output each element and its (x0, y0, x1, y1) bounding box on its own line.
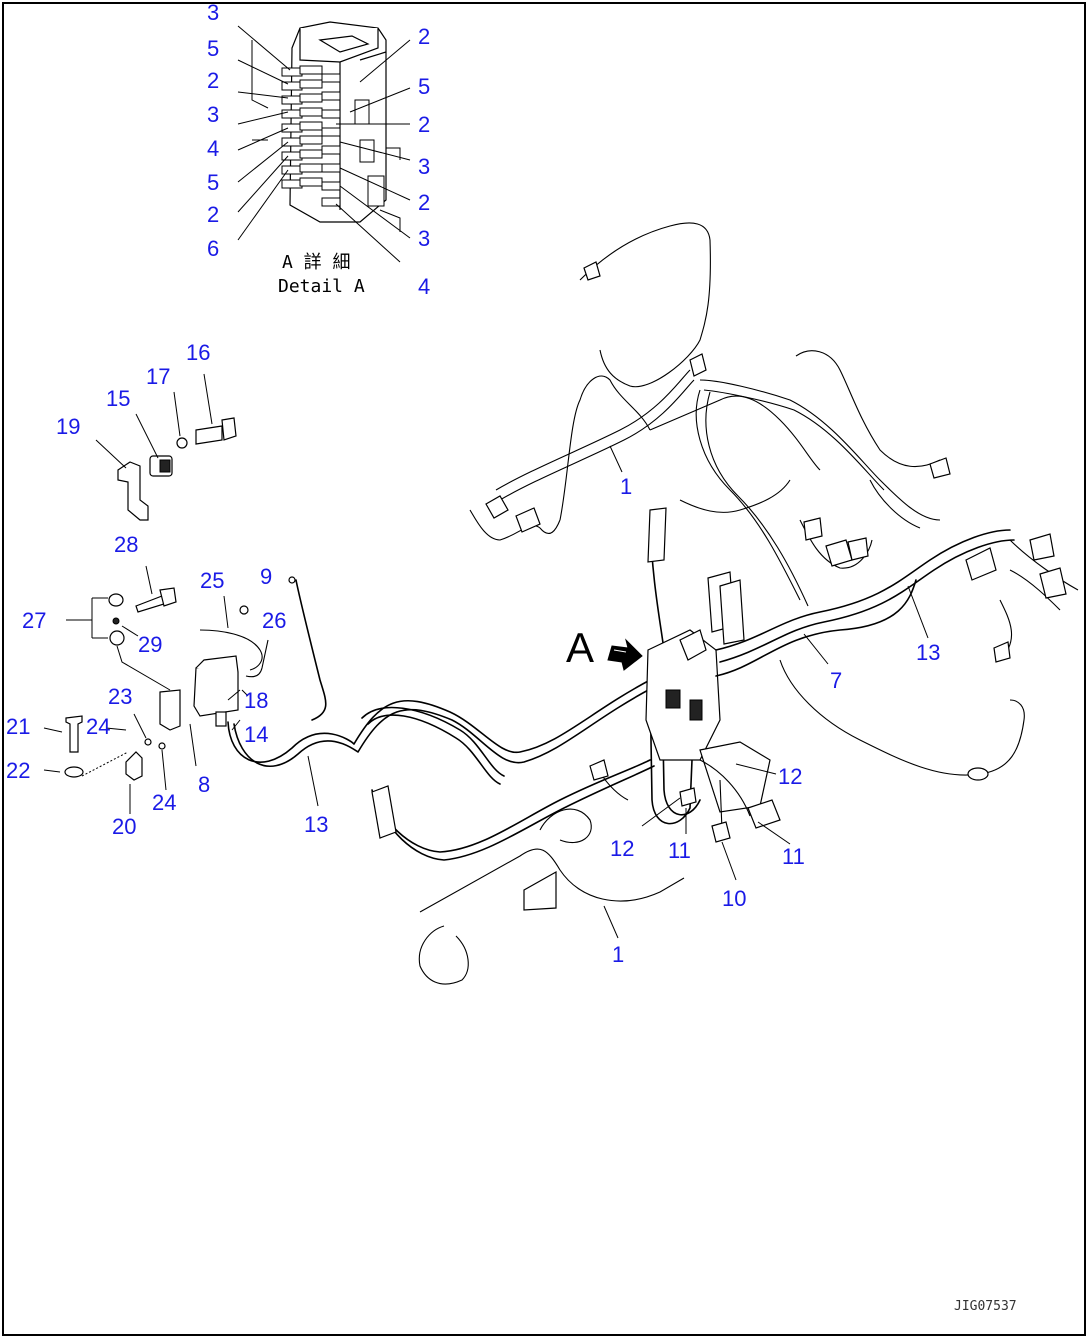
callout-detail-3a: 3 (207, 0, 219, 25)
callout-27: 27 (22, 608, 46, 633)
callout-16: 16 (186, 340, 210, 365)
callout-24a: 24 (86, 714, 110, 739)
callout-10: 10 (722, 886, 746, 911)
callout-21: 21 (6, 714, 30, 739)
callout-detail-3b: 3 (207, 102, 219, 127)
callout-11a: 11 (668, 838, 691, 863)
detail-a-title-en: Detail A (278, 276, 365, 297)
callout-detail-2c: 2 (418, 24, 430, 49)
callout-12a: 12 (778, 764, 802, 789)
callout-detail-2a: 2 (207, 68, 219, 93)
detail-a-callouts: 3 5 2 3 4 5 2 6 2 5 2 3 2 3 4 (207, 0, 430, 299)
callout-12b: 12 (610, 836, 634, 861)
detail-a-title-jp: A 詳 細 (282, 252, 351, 273)
callout-20: 20 (112, 814, 136, 839)
callout-detail-4b: 4 (418, 274, 430, 299)
main-callouts: 16 17 15 19 28 25 9 27 29 26 23 18 21 24… (6, 340, 940, 967)
callout-11b: 11 (782, 844, 805, 869)
view-arrow-a: A (566, 624, 643, 671)
callout-1b: 1 (612, 942, 624, 967)
fastener-group-27 (66, 565, 177, 691)
callout-detail-3d: 3 (418, 226, 430, 251)
callout-19: 19 (56, 414, 80, 439)
callout-detail-2b: 2 (207, 202, 219, 227)
drawing-code: JIG07537 (954, 1299, 1017, 1314)
callout-22: 22 (6, 758, 30, 783)
relay-assembly-18 (159, 595, 269, 767)
callout-detail-5c: 5 (418, 74, 430, 99)
main-harness (227, 222, 1079, 985)
callout-18: 18 (244, 688, 268, 713)
callout-7: 7 (830, 668, 842, 693)
callout-1a: 1 (620, 474, 632, 499)
callout-24b: 24 (152, 790, 176, 815)
callout-detail-2e: 2 (418, 190, 430, 215)
fastener-group-20 (43, 713, 167, 814)
callout-detail-6: 6 (207, 236, 219, 261)
callout-26: 26 (262, 608, 286, 633)
callout-13a: 13 (304, 812, 328, 837)
callout-8: 8 (198, 772, 210, 797)
callout-25: 25 (200, 568, 224, 593)
bracket-assembly (95, 373, 237, 521)
callout-13b: 13 (916, 640, 940, 665)
callout-15: 15 (106, 386, 130, 411)
callout-detail-5b: 5 (207, 170, 219, 195)
callout-detail-2d: 2 (418, 112, 430, 137)
callout-28: 28 (114, 532, 138, 557)
callout-17: 17 (146, 364, 170, 389)
view-arrow-label: A (566, 624, 594, 671)
callout-9: 9 (260, 564, 272, 589)
callout-23: 23 (108, 684, 132, 709)
callout-14: 14 (244, 722, 268, 747)
callout-detail-3c: 3 (418, 154, 430, 179)
main-leaders (307, 445, 929, 939)
callout-detail-5a: 5 (207, 36, 219, 61)
callout-detail-4a: 4 (207, 136, 219, 161)
callout-29: 29 (138, 632, 162, 657)
detail-a-fuse-box: A 詳 細 Detail A (237, 21, 411, 297)
